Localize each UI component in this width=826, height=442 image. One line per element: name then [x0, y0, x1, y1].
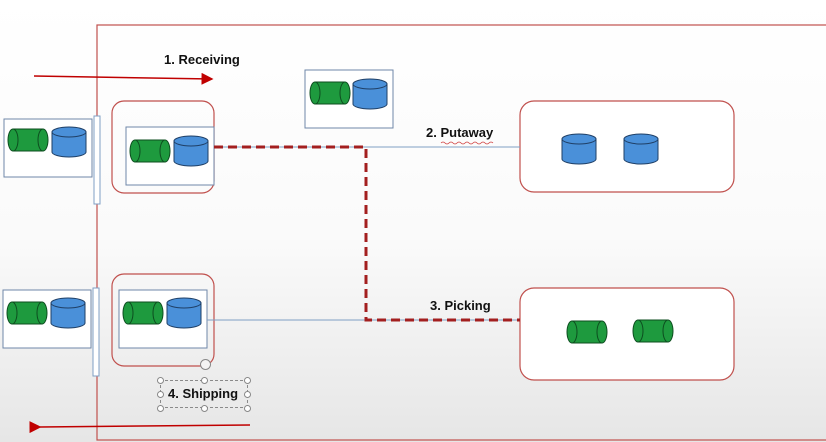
shipping-label[interactable]: 4. Shipping — [168, 386, 239, 401]
receiving-label: 1. Receiving — [164, 52, 240, 67]
blue-cylinder-icon — [352, 78, 388, 110]
resize-handle-icon[interactable] — [244, 405, 251, 412]
blue-cylinder-icon — [50, 297, 86, 329]
blue-cylinder-icon — [166, 297, 202, 329]
green-cylinder-icon — [566, 320, 608, 344]
picking-storage-zone — [519, 287, 735, 381]
dashed-route — [214, 145, 520, 322]
putaway-label: 2. Putaway — [426, 125, 494, 140]
green-cylinder-icon — [129, 139, 171, 163]
resize-handle-icon[interactable] — [157, 377, 164, 384]
shipping-arrow — [29, 421, 251, 434]
receiving-dock-door — [93, 115, 101, 205]
blue-cylinder-icon — [51, 126, 87, 158]
resize-handle-icon[interactable] — [157, 405, 164, 412]
resize-handle-icon[interactable] — [201, 377, 208, 384]
green-cylinder-icon — [632, 319, 674, 343]
resize-handle-icon[interactable] — [244, 391, 251, 398]
blue-cylinder-icon — [623, 133, 659, 165]
spellcheck-squiggle — [440, 141, 494, 145]
shipping-dock-door — [92, 287, 100, 377]
green-cylinder-icon — [6, 301, 48, 325]
blue-cylinder-icon — [173, 135, 209, 167]
green-cylinder-icon — [7, 128, 49, 152]
green-cylinder-icon — [309, 81, 351, 105]
blue-cylinder-icon — [561, 133, 597, 165]
resize-handle-icon[interactable] — [157, 391, 164, 398]
resize-handle-icon[interactable] — [244, 377, 251, 384]
rotate-handle-icon[interactable] — [200, 359, 211, 370]
green-cylinder-icon — [122, 301, 164, 325]
warehouse-frame — [96, 24, 826, 441]
receiving-arrow — [33, 72, 214, 85]
resize-handle-icon[interactable] — [201, 405, 208, 412]
picking-label: 3. Picking — [430, 298, 491, 313]
